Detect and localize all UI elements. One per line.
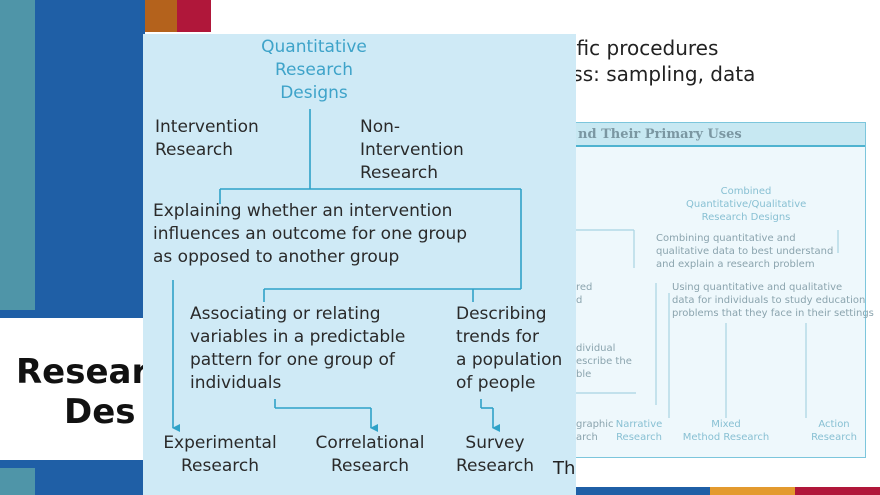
- background-design-label: Mixed Method Research: [676, 418, 776, 444]
- background-figure-title: nd Their Primary Uses: [578, 127, 742, 142]
- background-design-label: graphic arch: [576, 418, 614, 444]
- node-line: a population: [456, 350, 563, 370]
- design-line: graphic: [576, 419, 614, 430]
- explaining-node: Explaining whether an intervention influ…: [153, 200, 467, 269]
- side-fragment: dividual: [576, 343, 616, 354]
- node-line: individuals: [190, 373, 282, 393]
- node-line: of people: [456, 373, 536, 393]
- design-line: Narrative: [615, 419, 663, 430]
- slide-title-line2: Des: [64, 392, 136, 432]
- node-line: Research: [456, 456, 534, 476]
- side-fragment: ble: [576, 369, 592, 380]
- quantitative-designs-diagram: Quantitative Research Designs Interventi…: [143, 34, 576, 495]
- root-node: Quantitative Research Designs: [243, 36, 385, 105]
- design-line: Research: [616, 432, 662, 443]
- node-line: Research: [181, 456, 259, 476]
- title-band: [0, 318, 145, 460]
- combined-description-line: Combining quantitative and: [656, 233, 796, 244]
- design-line: Method Research: [682, 432, 770, 443]
- left-accent-block-bottom: [35, 468, 145, 495]
- slide-body-line2: ess: sampling, data: [560, 62, 756, 86]
- intervention-research-node: Intervention Research: [155, 116, 259, 162]
- bottom-accent-blue: [575, 487, 710, 495]
- combined-heading-line: Research Designs: [701, 212, 791, 223]
- associating-node: Associating or relating variables in a p…: [190, 303, 405, 395]
- background-figure: nd Their Primary Uses Combined Quantitat…: [575, 122, 874, 458]
- action-description-line: problems that they face in their setting…: [672, 308, 874, 319]
- design-line: Research: [811, 432, 857, 443]
- node-line: trends for: [456, 327, 539, 347]
- side-fragment: d: [576, 295, 583, 306]
- top-accent-orange: [145, 0, 177, 32]
- combined-description: Combining quantitative and qualitative d…: [656, 232, 833, 271]
- design-line: Mixed: [711, 419, 741, 430]
- survey-research-node: Survey Research: [443, 432, 547, 478]
- node-line: Intervention: [155, 117, 259, 137]
- diagram-connectors: [172, 109, 522, 432]
- slide-body-line1: cific procedures: [560, 36, 719, 60]
- node-line: influences an outcome for one group: [153, 224, 468, 244]
- node-line: Research: [360, 163, 438, 183]
- slide-title: Resear Des: [16, 352, 156, 432]
- combined-description-line: qualitative data to best understand: [656, 246, 834, 257]
- node-line: Explaining whether an intervention: [153, 201, 453, 221]
- background-figure-header: nd Their Primary Uses: [576, 123, 865, 147]
- bottom-accent-orange: [710, 487, 795, 495]
- node-line: as opposed to another group: [153, 247, 400, 267]
- background-design-label: Action Research: [804, 418, 864, 444]
- node-line: pattern for one group of: [190, 350, 395, 370]
- left-accent-block: [35, 0, 145, 310]
- design-line: arch: [576, 432, 598, 443]
- node-line: Research: [155, 140, 233, 160]
- node-line: Correlational: [315, 433, 425, 453]
- correlational-research-node: Correlational Research: [303, 432, 437, 478]
- title-band-top-rule: [0, 310, 145, 318]
- action-description: Using quantitative and qualitative data …: [672, 281, 874, 320]
- slide-body-text: cific procedures ess: sampling, data: [560, 35, 880, 87]
- node-line: Associating or relating: [190, 304, 381, 324]
- background-design-label: Narrative Research: [614, 418, 664, 444]
- slide-title-line1: Resear: [16, 352, 149, 392]
- node-line: Non-: [360, 117, 401, 137]
- experimental-research-node: Experimental Research: [151, 432, 289, 478]
- title-band-bottom-rule: [0, 460, 145, 468]
- top-accent-red: [177, 0, 211, 32]
- non-intervention-research-node: Non- Intervention Research: [360, 116, 464, 185]
- combined-description-line: and explain a research problem: [656, 259, 815, 270]
- describing-node: Describing trends for a population of pe…: [456, 303, 562, 395]
- action-description-line: data for individuals to study education: [672, 295, 866, 306]
- bottom-accent-red: [795, 487, 880, 495]
- combined-heading-line: Combined: [720, 186, 772, 197]
- design-line: Action: [818, 419, 850, 430]
- combined-heading: Combined Quantitative/Qualitative Resear…: [686, 185, 806, 224]
- trailing-text-fragment: Th: [553, 458, 576, 479]
- side-fragment: red: [576, 282, 593, 293]
- node-line: Survey: [465, 433, 525, 453]
- node-line: Research: [331, 456, 409, 476]
- node-line: Experimental: [163, 433, 277, 453]
- node-line: variables in a predictable: [190, 327, 406, 347]
- action-description-line: Using quantitative and qualitative: [672, 282, 843, 293]
- node-line: Describing: [456, 304, 547, 324]
- node-line: Intervention: [360, 140, 464, 160]
- left-accent-stripe-bottom: [0, 468, 35, 495]
- root-node-line: Designs: [280, 83, 348, 103]
- combined-heading-line: Quantitative/Qualitative: [686, 199, 807, 210]
- side-fragment: escribe the: [576, 356, 632, 367]
- root-node-line: Research: [275, 60, 353, 80]
- root-node-line: Quantitative: [261, 37, 367, 57]
- background-figure-lines: [576, 229, 839, 418]
